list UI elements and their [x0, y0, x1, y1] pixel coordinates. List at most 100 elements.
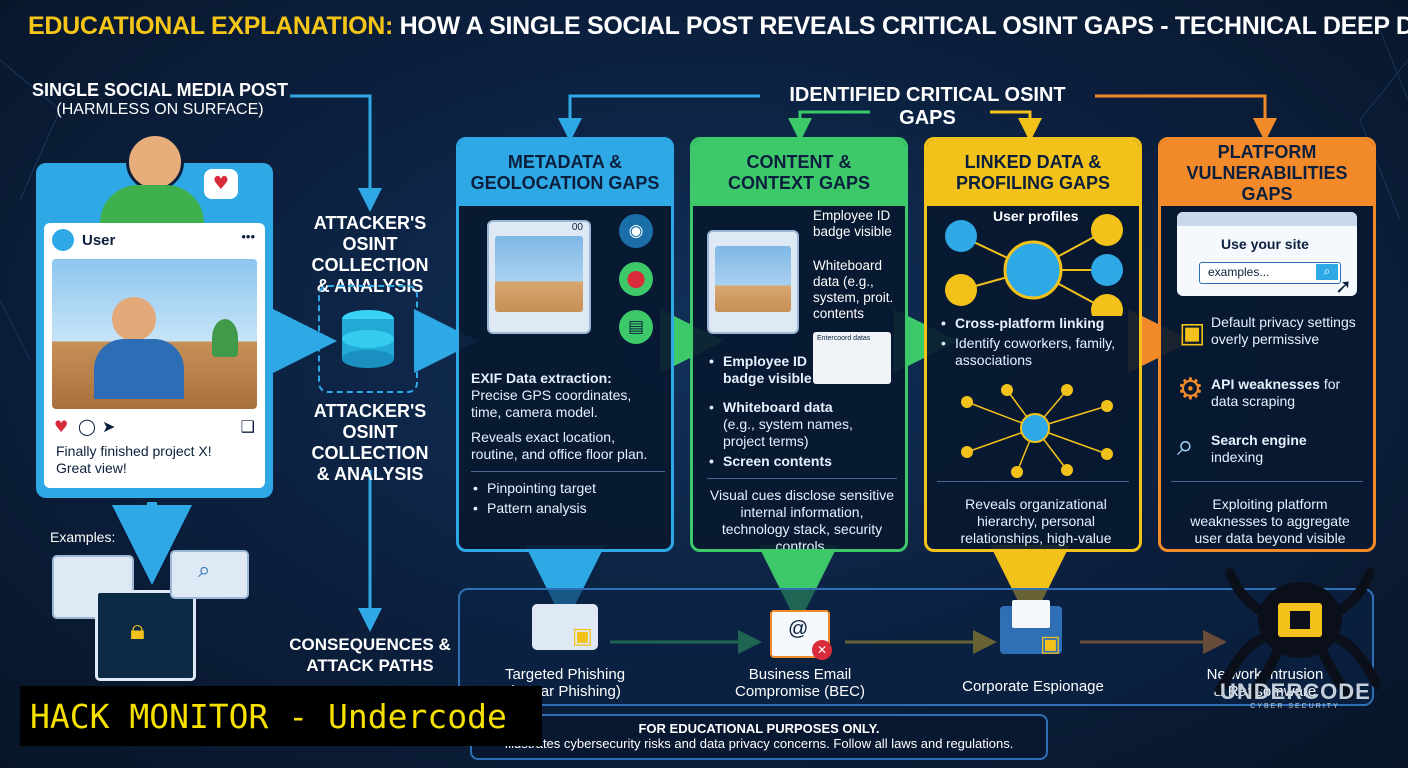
title-highlight: EDUCATIONAL EXPLANATION: — [28, 12, 394, 40]
social-post: User ••• ♥ ◯ ➤ ❑ Finally finished projec… — [44, 223, 265, 488]
content-item-badge: Employee ID badge visible — [707, 353, 817, 387]
exif-text: Precise GPS coordinates, time, camera mo… — [471, 387, 632, 420]
database-frame — [318, 285, 418, 393]
linked-point-associations: Identify coworkers, family, associations — [939, 335, 1129, 369]
heart-icon[interactable]: ♥ — [54, 417, 69, 436]
logo-name: UNDERCODE — [1220, 679, 1371, 704]
search-placeholder: examples... — [1208, 265, 1270, 279]
platform-item-api-text: for data scraping — [1211, 376, 1341, 409]
card-content-gaps: CONTENT & CONTEXT GAPS Employee ID badge… — [690, 137, 908, 552]
gaps-heading: IDENTIFIED CRITICAL OSINT GAPS — [789, 84, 1066, 129]
undercode-logo: UNDERCODE CYBER SECURITY — [1210, 565, 1383, 710]
attacker-label-bottom: ATTACKER'S OSINT COLLECTION & ANALYSIS — [311, 401, 429, 484]
user-avatar-illustration — [126, 133, 184, 191]
content-callout-badge: Employee ID badge visible — [813, 208, 892, 239]
disclaimer-line1: FOR EDUCATIONAL PURPOSES ONLY. — [638, 721, 880, 736]
monitor-screen: Entercoord datas — [813, 332, 891, 384]
title-rest: HOW A SINGLE SOCIAL POST REVEALS CRITICA… — [393, 12, 1408, 40]
map-icon: ▤ — [619, 310, 653, 344]
search-icon: ⌕ — [198, 558, 211, 583]
profile-network — [945, 214, 1123, 316]
content-item-whiteboard-text: (e.g., system names, project terms) — [723, 416, 853, 449]
platform-item-api-title: API weaknesses — [1211, 376, 1320, 392]
post-photo — [52, 259, 257, 409]
content-callout-whiteboard: Whiteboard data (e.g., system, proit. co… — [813, 258, 894, 321]
consequences-label: CONSEQUENCES & ATTACK PATHS — [289, 635, 451, 675]
magnifier-icon: ⌕ — [1177, 428, 1194, 463]
source-subheading: (HARMLESS ON SURFACE) — [56, 101, 264, 118]
content-items-lower: Whiteboard data (e.g., system names, pro… — [707, 396, 897, 552]
platform-item-privacy: Default privacy settings overly permissi… — [1211, 314, 1356, 347]
profiles-label: User profiles — [993, 208, 1079, 224]
card-metadata-gaps: METADATA & GEOLOCATION GAPS 00 ◉ ⬤ ▤ EXI… — [456, 137, 674, 552]
metadata-reveals: Reveals exact location, routine, and off… — [471, 429, 648, 462]
hack-monitor-banner: HACK MONITOR - Undercode — [20, 686, 542, 746]
card-linked-gaps: LINKED DATA & PROFILING GAPS User profil… — [924, 137, 1142, 552]
example-search-thumb: ⌕ — [170, 550, 249, 599]
content-photo-thumb — [707, 230, 799, 334]
search-icon[interactable]: ⌕ — [1316, 264, 1338, 280]
org-network-icon — [961, 384, 1113, 478]
platform-footer: Exploiting platform weaknesses to aggreg… — [1190, 496, 1350, 549]
avatar — [52, 229, 74, 251]
platform-item-search-text: indexing — [1211, 449, 1264, 465]
social-post-card: User ••• ♥ ◯ ➤ ❑ Finally finished projec… — [36, 133, 273, 498]
metadata-photo-thumb: 00 — [487, 220, 591, 334]
consequence-espionage: Corporate Espionage — [962, 678, 1104, 695]
post-caption: Finally finished project X! Great view! — [56, 443, 212, 476]
comment-icon[interactable]: ◯ — [78, 417, 96, 436]
plant — [212, 319, 238, 357]
disclaimer-line2: Illustrates cybersecurity risks and data… — [504, 736, 1014, 751]
example-image-thumb — [52, 555, 134, 619]
exif-title: EXIF Data extraction: — [471, 370, 612, 386]
phishing-window-icon: ▣ — [532, 604, 598, 650]
lock-icon: ▣ — [1179, 316, 1206, 349]
examples-label: Examples: — [50, 529, 116, 545]
error-icon: ✕ — [812, 640, 832, 660]
share-icon[interactable]: ➤ — [102, 417, 116, 436]
content-item-screen: Screen contents — [707, 453, 897, 470]
card-linked-title: LINKED DATA & PROFILING GAPS — [927, 140, 1139, 206]
content-items: Employee ID badge visible — [707, 350, 817, 390]
platform-item-api: API weaknesses for data scraping — [1211, 376, 1361, 410]
cursor-icon: ➚ — [1335, 274, 1352, 298]
consequence-bec: Business Email Compromise (BEC) — [734, 666, 866, 700]
linked-point-crossplatform: Cross-platform linking — [939, 315, 1129, 332]
camera-icon: ◉ — [619, 214, 653, 248]
person-head — [112, 297, 156, 341]
site-text: Use your site — [1221, 236, 1309, 252]
metadata-body: EXIF Data extraction: Precise GPS coordi… — [459, 362, 671, 528]
disclaimer-box: FOR EDUCATIONAL PURPOSES ONLY. Illustrat… — [470, 714, 1048, 760]
location-pin-icon: ⬤ — [619, 262, 653, 296]
page-title: EDUCATIONAL EXPLANATION: HOW A SINGLE SO… — [28, 12, 1408, 41]
platform-item-search: Search engine indexing — [1211, 432, 1361, 466]
source-heading: SINGLE SOCIAL MEDIA POST — [31, 80, 289, 100]
person-body — [94, 339, 184, 399]
padlock-icon: ▣ — [1040, 632, 1061, 657]
folder-icon: ▣ — [1000, 600, 1062, 657]
content-footer: Visual cues disclose sensitive internal … — [709, 487, 895, 552]
card-metadata-title: METADATA & GEOLOCATION GAPS — [459, 140, 671, 206]
lock-icon: 🔒︎ — [130, 613, 145, 646]
user-shirt — [100, 185, 204, 223]
gear-icon: ⚙ — [1177, 372, 1204, 407]
logo-tag: CYBER SECURITY — [1250, 703, 1340, 710]
post-menu-icon[interactable]: ••• — [241, 229, 255, 244]
card-platform-gaps: PLATFORM VULNERABILITIES GAPS Use your s… — [1158, 137, 1376, 552]
database-icon — [342, 310, 394, 368]
metadata-thumb-badge: 00 — [571, 222, 583, 233]
card-platform-title: PLATFORM VULNERABILITIES GAPS — [1161, 140, 1373, 206]
example-code-thumb: 🔒︎ — [95, 590, 196, 681]
source-heading-block: SINGLE SOCIAL MEDIA POST (HARMLESS ON SU… — [30, 80, 290, 119]
metadata-bullet: Pattern analysis — [471, 500, 665, 517]
like-bubble-icon: ♥ — [204, 169, 238, 199]
linked-body: Cross-platform linking Identify coworker… — [933, 312, 1135, 372]
lock-icon: ▣ — [572, 624, 593, 649]
platform-search-input[interactable]: examples... ⌕ — [1199, 262, 1341, 284]
octopus-logo-icon — [1215, 568, 1383, 700]
envelope-icon: @ ✕ — [770, 610, 832, 660]
linked-footer: Reveals organizational hierarchy, person… — [960, 496, 1112, 549]
platform-item-search-title: Search engine — [1211, 432, 1307, 448]
content-item-whiteboard-title: Whiteboard data — [723, 399, 833, 415]
bookmark-icon[interactable]: ❑ — [240, 417, 255, 436]
